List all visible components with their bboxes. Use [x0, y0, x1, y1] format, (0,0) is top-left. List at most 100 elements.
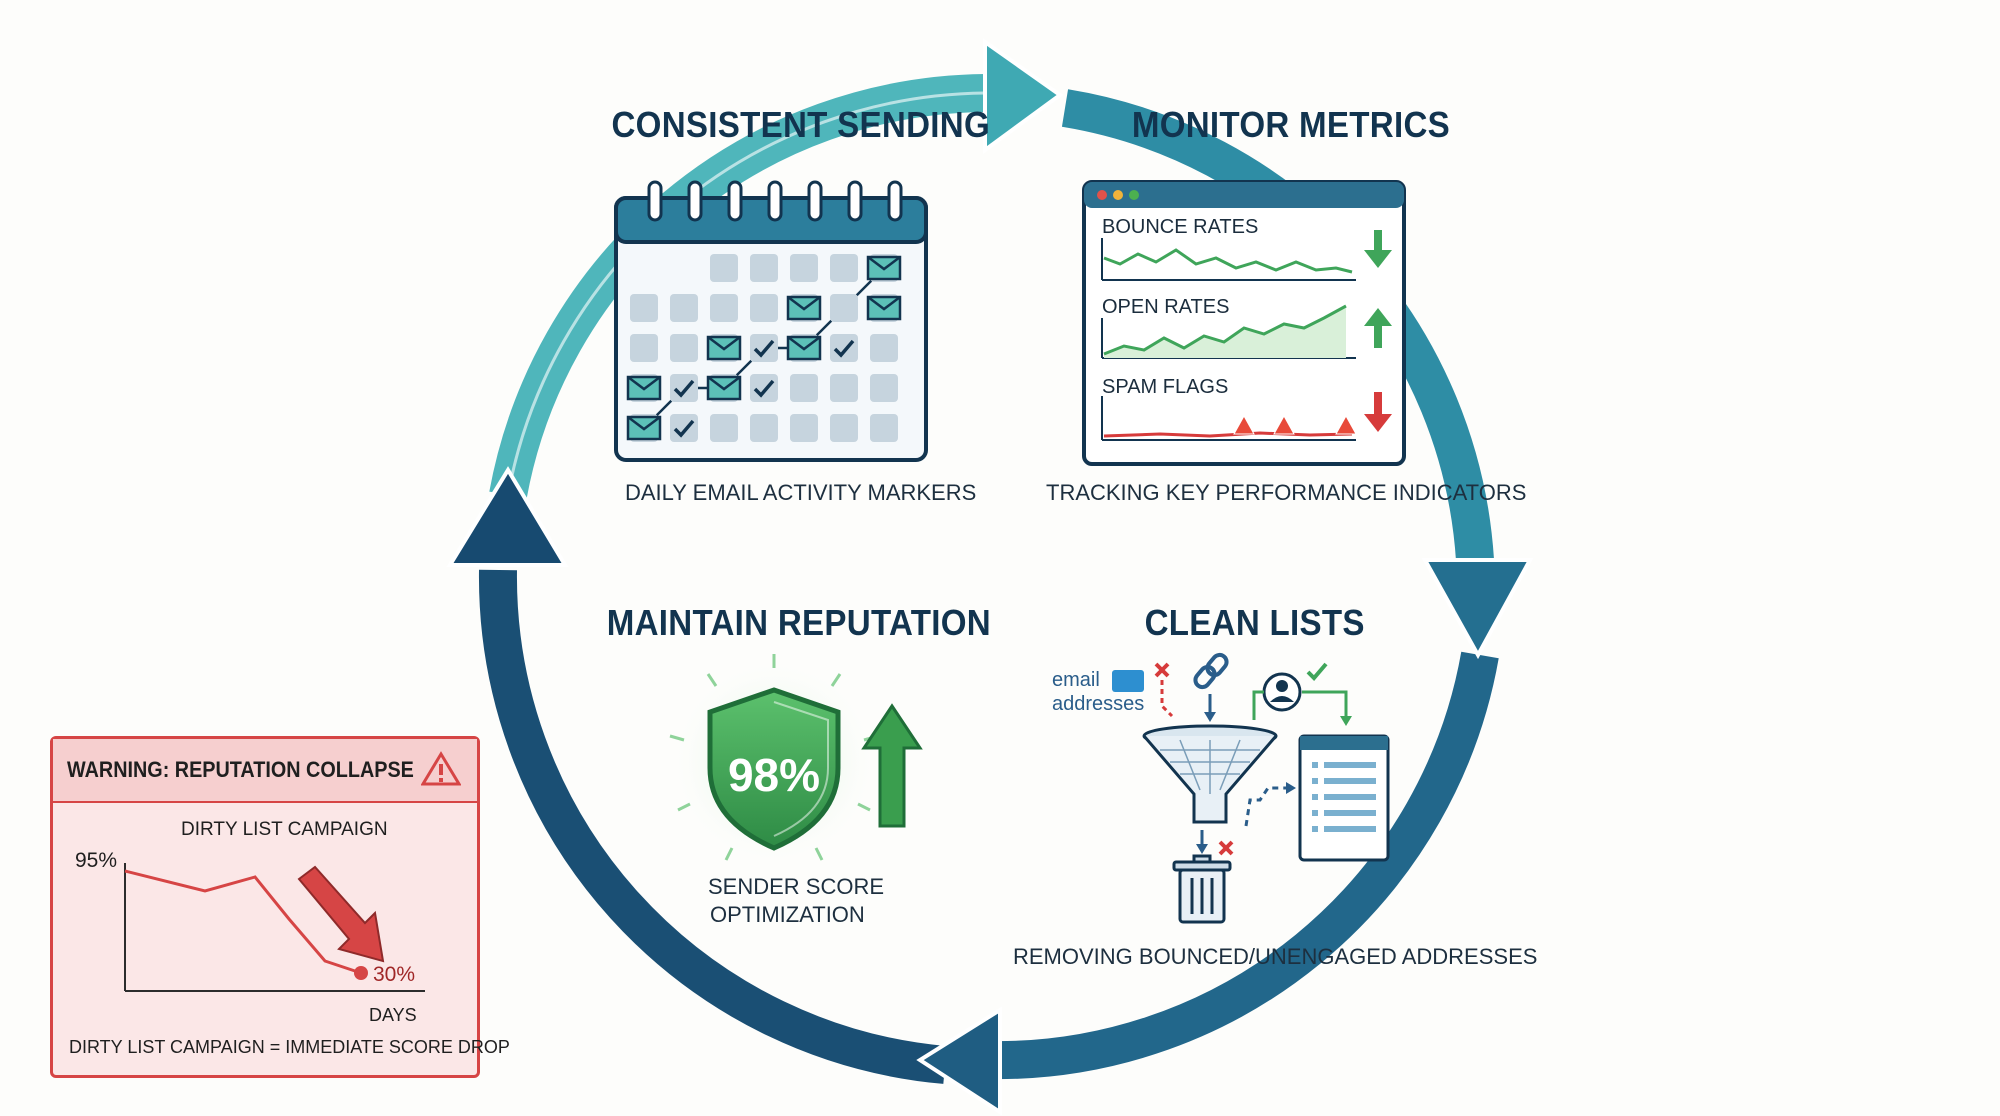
arrowhead-bottom	[916, 1006, 1002, 1116]
email-tag-icon	[1112, 670, 1144, 692]
window-dot-yellow	[1113, 190, 1123, 200]
arrowhead-right	[1421, 558, 1534, 660]
funnel-icon	[1142, 724, 1278, 824]
calendar-day-cell	[790, 414, 818, 442]
open-up-arrow	[1364, 308, 1392, 348]
window-dot-red	[1097, 190, 1107, 200]
trash-icon	[1172, 854, 1232, 924]
end-point-marker	[354, 966, 368, 980]
warning-triangle-icon	[421, 751, 461, 786]
calendar-day-cell	[670, 294, 698, 322]
email-label-line2: addresses	[1052, 693, 1145, 715]
calendar-caption: DAILY EMAIL ACTIVITY MARKERS	[625, 480, 977, 505]
calendar-day-cell	[750, 374, 778, 402]
calendar-day-cell	[870, 414, 898, 442]
warning-footer: DIRTY LIST CAMPAIGN = IMMEDIATE SCORE DR…	[69, 1037, 510, 1057]
email-envelope-icon	[786, 335, 822, 361]
spam-down-arrow	[1364, 392, 1392, 432]
bounce-down-arrow	[1364, 230, 1392, 268]
warning-chart-title: DIRTY LIST CAMPAIGN	[181, 819, 388, 840]
metric-label-open: OPEN RATES	[1102, 296, 1230, 318]
open-sparkline	[1103, 304, 1347, 356]
title-consistent-sending: CONSISTENT SENDING	[611, 104, 990, 145]
shield-icon	[669, 654, 923, 867]
trash-x-icon	[1218, 840, 1234, 856]
ring-segment-bottom-right	[984, 651, 1499, 1080]
shield-body	[707, 687, 841, 851]
email-label-line1: email	[1052, 669, 1100, 691]
shield-score-value: 98%	[727, 749, 821, 801]
metric-label-bounce: BOUNCE RATES	[1102, 216, 1259, 238]
clean-lists-graphic	[1112, 652, 1390, 924]
warning-panel: WARNING: REPUTATION COLLAPSE DIRTY LIST …	[50, 736, 510, 1078]
warning-chart	[124, 863, 425, 992]
calendar-day-cell	[870, 334, 898, 362]
calendar-icon	[614, 180, 928, 462]
calendar-day-cell	[710, 294, 738, 322]
calendar-day-cell	[750, 254, 778, 282]
calendar-grid	[626, 254, 902, 442]
clean-list-document-icon	[1298, 734, 1390, 862]
check-mark-icon	[753, 339, 775, 358]
warning-start-value: 95%	[75, 849, 118, 872]
check-mark-icon	[673, 419, 695, 438]
calendar-day-cell	[670, 334, 698, 362]
calendar-day-cell	[790, 254, 818, 282]
email-envelope-icon	[786, 295, 822, 321]
window-dot-green	[1129, 190, 1139, 200]
check-mark-icon	[833, 339, 855, 358]
calendar-day-cell	[830, 414, 858, 442]
spam-warning-icons	[1233, 414, 1357, 435]
calendar-day-cell	[830, 294, 858, 322]
spam-sparkline	[1103, 431, 1353, 438]
warning-end-value: 30%	[373, 963, 416, 986]
calendar-day-cell	[670, 374, 698, 402]
warning-title: WARNING: REPUTATION COLLAPSE	[67, 757, 414, 782]
reputation-drop-line	[124, 869, 362, 975]
reject-x-icon	[1154, 662, 1170, 678]
title-clean-lists: CLEAN LISTS	[1144, 602, 1365, 643]
calendar-day-cell	[710, 254, 738, 282]
bounce-sparkline	[1103, 248, 1353, 274]
arrowhead-top	[983, 38, 1064, 154]
email-envelope-icon	[866, 255, 902, 281]
shield-up-arrow	[861, 703, 923, 828]
title-monitor-metrics: MONITOR METRICS	[1131, 104, 1451, 145]
title-maintain-reputation: MAINTAIN REPUTATION	[606, 602, 991, 643]
check-mark-icon	[753, 379, 775, 398]
warning-header: WARNING: REPUTATION COLLAPSE	[53, 739, 477, 803]
ring-segment-bottom-left	[478, 569, 947, 1084]
calendar-day-cell	[830, 374, 858, 402]
calendar-day-cell	[630, 334, 658, 362]
clean-caption: REMOVING BOUNCED/UNENGAGED ADDRESSES	[1013, 944, 1538, 969]
calendar-day-cell	[750, 294, 778, 322]
metrics-caption: TRACKING KEY PERFORMANCE INDICATORS	[1046, 480, 1527, 505]
email-envelope-icon	[706, 335, 742, 361]
calendar-day-cell	[830, 254, 858, 282]
calendar-day-cell	[870, 374, 898, 402]
metrics-dashboard-window	[1082, 180, 1406, 466]
user-icon	[1262, 672, 1302, 712]
calendar-day-cell	[710, 414, 738, 442]
email-envelope-icon	[626, 375, 662, 401]
drop-arrow	[297, 865, 385, 963]
check-mark-icon	[673, 379, 695, 398]
calendar-day-cell	[750, 414, 778, 442]
email-envelope-icon	[626, 415, 662, 441]
email-envelope-icon	[866, 295, 902, 321]
calendar-day-cell	[630, 294, 658, 322]
user-check-icon	[1306, 662, 1328, 681]
email-addresses-label: email addresses	[1052, 668, 1144, 716]
warning-x-axis-label: DAYS	[369, 1005, 417, 1025]
email-envelope-icon	[706, 375, 742, 401]
metric-label-spam: SPAM FLAGS	[1102, 376, 1229, 398]
link-icon	[1193, 652, 1229, 690]
calendar-day-cell	[830, 334, 858, 362]
score-caption-line1: SENDER SCORE	[708, 874, 885, 899]
calendar-day-cell	[790, 374, 818, 402]
calendar-day-cell	[750, 334, 778, 362]
arrowhead-left	[446, 466, 569, 567]
calendar-day-cell	[670, 414, 698, 442]
